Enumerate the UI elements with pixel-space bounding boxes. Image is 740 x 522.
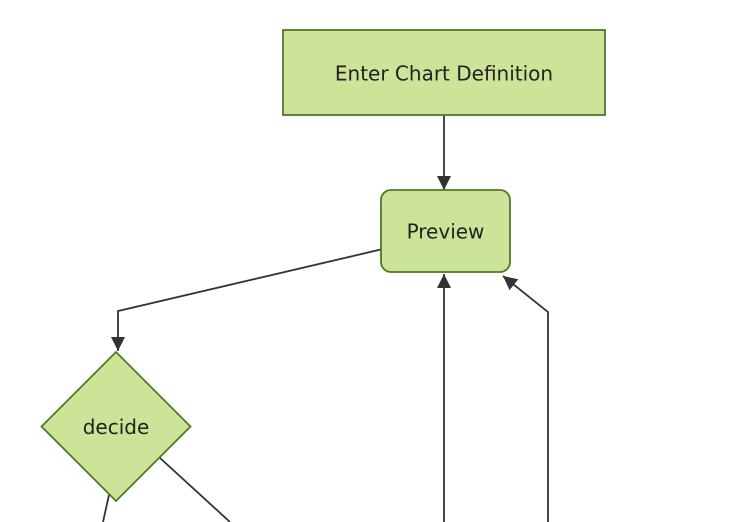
edge-decide-to-bottomleft — [102, 494, 110, 522]
node-label-decide: decide — [83, 415, 150, 439]
node-label-enter-chart-definition: Enter Chart Definition — [335, 62, 553, 86]
rounded-rectangle-shape — [380, 189, 511, 273]
edge-preview-to-decide — [111, 248, 384, 351]
node-decide: decide — [40, 350, 192, 503]
edge-bottomright-to-preview — [502, 275, 549, 522]
node-preview: Preview — [380, 189, 511, 273]
node-label-preview: Preview — [407, 220, 485, 244]
diamond-shape — [40, 350, 192, 503]
node-enter-chart-definition: Enter Chart Definition — [282, 29, 606, 116]
rectangle-shape — [282, 29, 606, 116]
edge-decide-to-bottomright — [159, 457, 231, 522]
